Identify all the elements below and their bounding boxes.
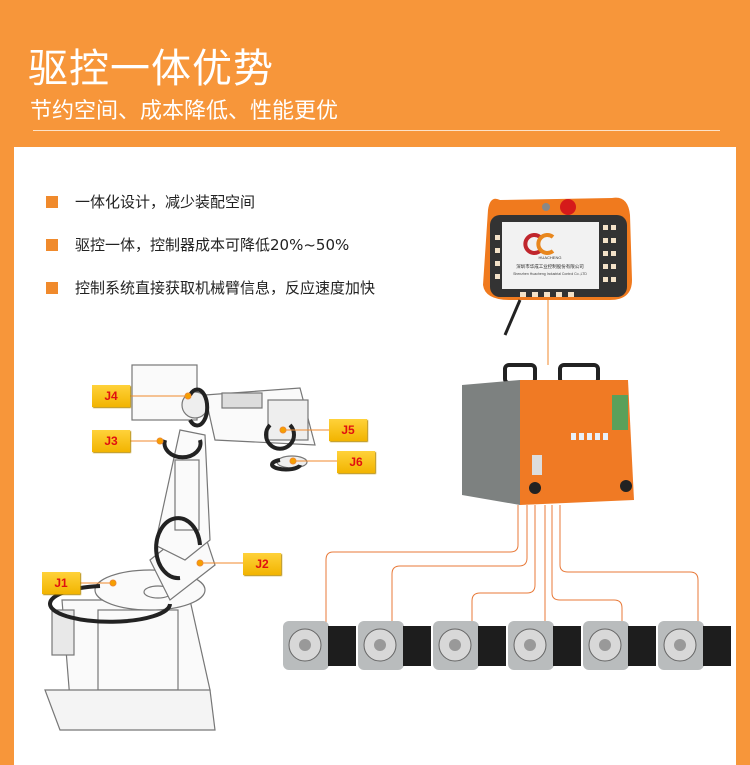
bullet-square-icon [46, 238, 58, 251]
feature-item: 驱控一体，控制器成本可降低20%~50% [46, 223, 375, 266]
page-subtitle: 节约空间、成本降低、性能更优 [30, 99, 339, 124]
cables [325, 505, 699, 626]
feature-text: 驱控一体，控制器成本可降低20%~50% [75, 236, 350, 254]
feature-item: 控制系统直接获取机械臂信息，反应速度加快 [46, 266, 375, 309]
feature-text: 控制系统直接获取机械臂信息，反应速度加快 [75, 279, 376, 297]
feature-text: 一体化设计，减少装配空间 [75, 193, 256, 211]
pendant-company-cn: 深圳市华成工业控制股份有限公司 [516, 263, 584, 270]
robot-arm-image [44, 364, 316, 731]
joint-label-j3: J3 [92, 430, 130, 452]
feature-list: 一体化设计，减少装配空间 驱控一体，控制器成本可降低20%~50% 控制系统直接… [46, 180, 375, 309]
servo-motors [283, 621, 731, 670]
feature-item: 一体化设计，减少装配空间 [46, 180, 375, 223]
servo-motor-image [508, 621, 581, 670]
joint-label-j4: J4 [92, 385, 130, 407]
servo-motor-image [433, 621, 506, 670]
bullet-square-icon [46, 195, 58, 208]
divider [33, 130, 720, 131]
teach-pendant-image [483, 197, 632, 365]
servo-motor-image [658, 621, 731, 670]
joint-label-j1: J1 [42, 572, 80, 594]
pendant-brand: HUACHENG [539, 255, 562, 260]
servo-motor-image [283, 621, 356, 670]
joint-label-j2: J2 [243, 553, 281, 575]
servo-motor-image [358, 621, 431, 670]
joint-label-j6: J6 [337, 451, 375, 473]
bullet-square-icon [46, 281, 58, 294]
pendant-company-en: Shenzhen Huacheng Industrial Control Co.… [513, 272, 587, 276]
controller-cabinet-image [462, 363, 634, 505]
joint-label-j5: J5 [329, 419, 367, 441]
page-title: 驱控一体优势 [28, 46, 274, 92]
joint-leader-lines [80, 392, 337, 587]
servo-motor-image [583, 621, 656, 670]
